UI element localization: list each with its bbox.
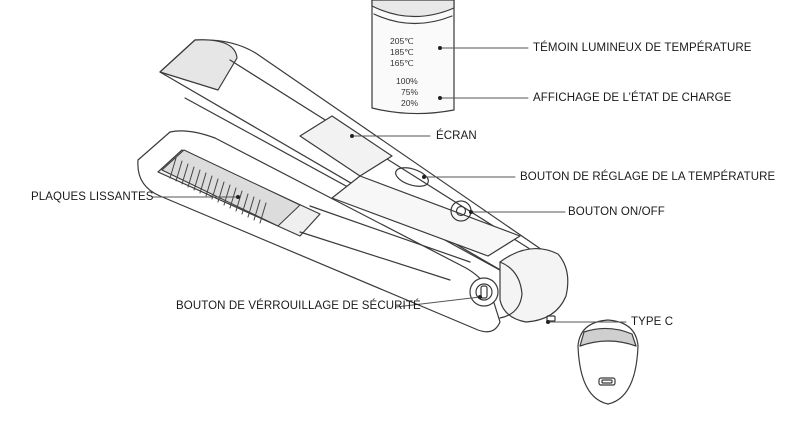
usb-end-view [577, 319, 639, 405]
leader-lines [151, 47, 627, 323]
upper-arm-tip [159, 39, 238, 91]
indicator-window [371, 0, 455, 115]
screen-panel [299, 115, 393, 177]
callout-safety-lock: BOUTON DE VÉRROUILLAGE DE SÉCURITÉ [176, 300, 421, 312]
callout-temp-indicator: TÉMOIN LUMINEUX DE TEMPÉRATURE [533, 42, 752, 54]
callout-power-button: BOUTON ON/OFF [568, 206, 665, 218]
temperature-button-shape [395, 167, 429, 187]
charge-level-2: 75% [401, 87, 418, 97]
callout-temp-button: BOUTON DE RÉGLAGE DE LA TEMPÉRATURE [520, 171, 776, 183]
end-cap [499, 248, 569, 323]
temp-level-2: 185℃ [390, 47, 414, 57]
callout-usb: TYPE C [631, 316, 674, 328]
charge-level-1: 100% [396, 76, 418, 86]
charge-level-3: 20% [401, 98, 418, 108]
temp-level-1: 205℃ [390, 36, 414, 46]
heating-plate [161, 149, 301, 227]
callout-screen: ÉCRAN [436, 130, 477, 142]
safety-lock-shape [469, 277, 499, 307]
temp-level-3: 165℃ [390, 58, 414, 68]
callout-charge-display: AFFICHAGE DE L’ÉTAT DE CHARGE [533, 92, 732, 104]
callout-plates: PLAQUES LISSANTES [31, 191, 154, 203]
